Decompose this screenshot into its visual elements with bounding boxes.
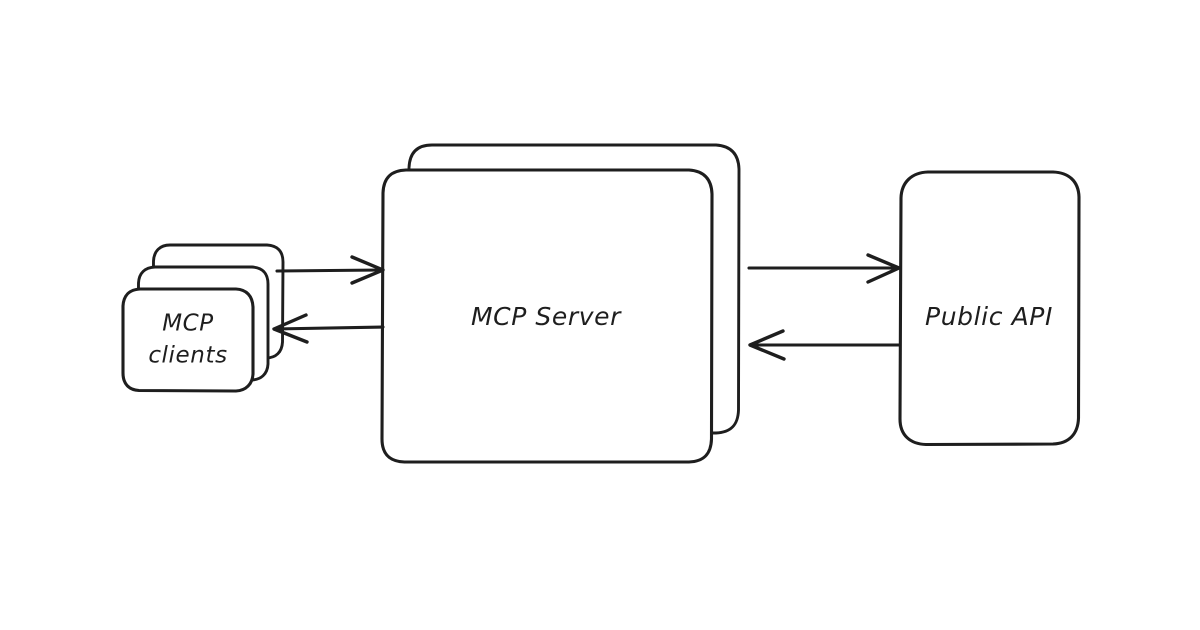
mcp-server-card-front	[380, 168, 714, 464]
node-mcp-clients[interactable]: MCP clients	[121, 243, 285, 393]
connector-clients-to-server[interactable]	[275, 255, 385, 285]
public-api-card	[898, 170, 1081, 447]
node-public-api[interactable]: Public API	[898, 170, 1081, 447]
mcp-clients-label-line2: clients	[148, 343, 227, 369]
connector-server-to-clients[interactable]	[272, 313, 385, 344]
connector-clients-to-server-line	[275, 268, 385, 273]
mcp-server-label: MCP Server	[471, 302, 622, 331]
connector-api-to-server[interactable]	[748, 329, 901, 361]
connector-api-to-server-arrowhead	[748, 329, 786, 361]
connector-server-to-api-arrowhead	[866, 253, 901, 284]
connector-server-to-clients-arrowhead	[272, 313, 309, 344]
public-api-label: Public API	[925, 302, 1053, 331]
connector-server-to-api[interactable]	[747, 253, 901, 284]
mcp-clients-label-line1: MCP	[162, 311, 214, 337]
connector-server-to-clients-line	[272, 325, 385, 331]
node-mcp-server[interactable]: MCP Server	[380, 143, 741, 464]
mcp-clients-card-front	[121, 287, 255, 393]
connector-clients-to-server-arrowhead	[350, 255, 385, 285]
